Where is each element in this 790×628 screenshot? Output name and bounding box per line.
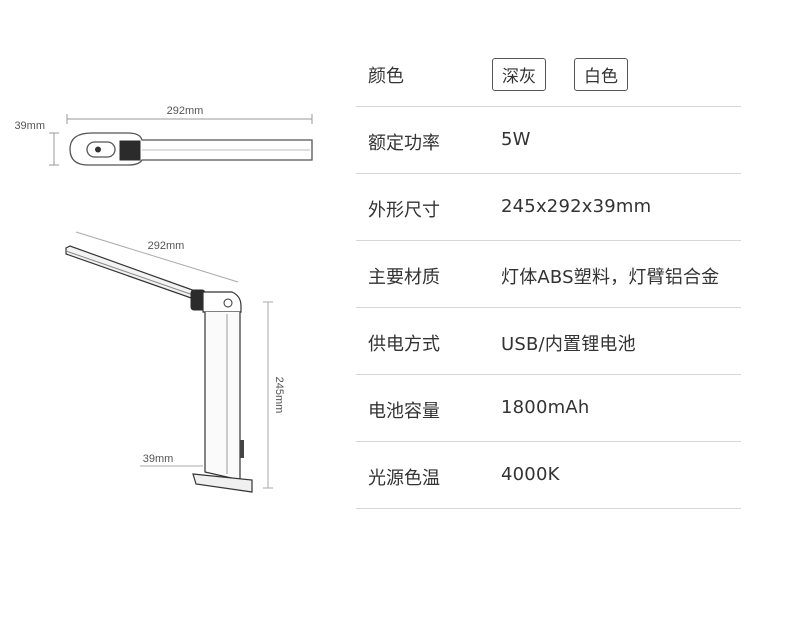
spec-row-power: 额定功率 5W bbox=[356, 107, 741, 174]
spec-row-color: 颜色 深灰 白色 bbox=[356, 40, 741, 107]
spec-label: 供电方式 bbox=[368, 334, 440, 355]
spec-value: 245x292x39mm bbox=[501, 196, 652, 217]
spec-value: 灯体ABS塑料，灯臂铝合金 bbox=[501, 267, 720, 288]
side-length-dim-line bbox=[75, 231, 239, 283]
spec-row-material: 主要材质 灯体ABS塑料，灯臂铝合金 bbox=[356, 241, 741, 308]
color-option-dark-gray[interactable]: 深灰 bbox=[492, 58, 546, 91]
spec-value: 5W bbox=[501, 129, 531, 150]
color-options: 深灰 白色 bbox=[492, 58, 628, 91]
spec-value: USB/内置锂电池 bbox=[501, 334, 636, 355]
lamp-column bbox=[204, 312, 241, 481]
spec-value: 1800mAh bbox=[501, 397, 590, 418]
button-icon bbox=[223, 298, 233, 308]
lamp-base bbox=[192, 473, 253, 493]
lamp-arm bbox=[65, 245, 199, 300]
spec-label: 额定功率 bbox=[368, 133, 440, 154]
spec-label: 外形尺寸 bbox=[368, 200, 440, 221]
lamp-dimension-drawing: 292mm 39mm 292mm 2 bbox=[0, 0, 350, 624]
spec-label: 主要材质 bbox=[368, 267, 440, 288]
side-length-label: 292mm bbox=[148, 240, 185, 252]
spec-row-color-temp: 光源色温 4000K bbox=[356, 442, 741, 509]
spec-table: 颜色 深灰 白色 额定功率 5W 外形尺寸 245x292x39mm 主要材质 … bbox=[356, 40, 741, 509]
side-view bbox=[65, 231, 273, 493]
spec-row-size: 外形尺寸 245x292x39mm bbox=[356, 174, 741, 241]
top-thickness-label: 39mm bbox=[14, 120, 45, 132]
top-view-outline bbox=[69, 132, 313, 166]
spec-label: 光源色温 bbox=[368, 468, 440, 489]
top-view-hinge bbox=[119, 140, 141, 161]
spec-label: 电池容量 bbox=[368, 401, 440, 422]
spec-label: 颜色 bbox=[368, 66, 404, 87]
color-option-white[interactable]: 白色 bbox=[574, 58, 628, 91]
top-length-label: 292mm bbox=[167, 105, 204, 117]
spec-row-battery: 电池容量 1800mAh bbox=[356, 375, 741, 442]
spec-value: 4000K bbox=[501, 464, 560, 485]
lamp-diagram: 292mm 39mm 292mm 2 bbox=[14, 105, 313, 493]
side-base-label: 39mm bbox=[143, 453, 174, 465]
top-view bbox=[49, 114, 313, 166]
lamp-head bbox=[202, 291, 242, 313]
side-height-label: 245mm bbox=[273, 377, 285, 414]
spec-row-power-supply: 供电方式 USB/内置锂电池 bbox=[356, 308, 741, 375]
power-button-icon bbox=[86, 141, 116, 158]
